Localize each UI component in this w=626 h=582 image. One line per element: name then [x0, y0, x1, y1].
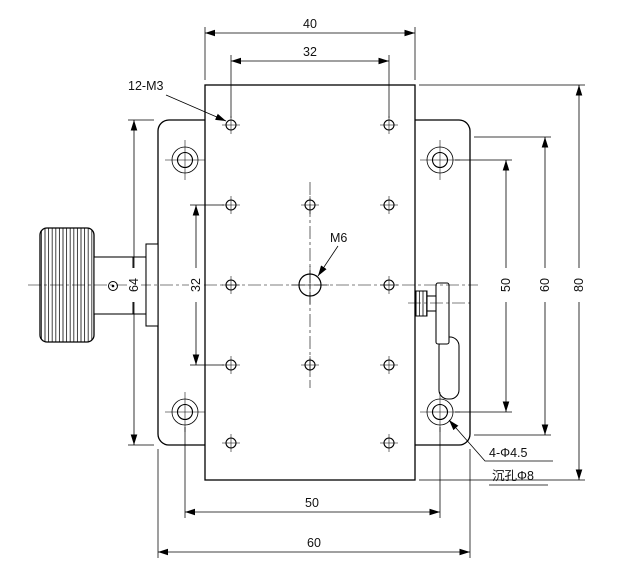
label-center-hole: M6 — [317, 231, 347, 277]
dim-top-hole-pitch: 32 — [230, 45, 390, 118]
corner-mounting-holes — [165, 140, 460, 432]
dim-top-width-value: 40 — [303, 17, 317, 31]
dim-bottom-hole-pitch-value: 50 — [305, 496, 319, 510]
label-center-hole-text: M6 — [330, 231, 347, 245]
dim-left-hole-pitch-value: 32 — [189, 278, 203, 292]
dim-left-hole-pitch: 32 — [189, 204, 224, 366]
dim-right-50-value: 50 — [499, 278, 513, 292]
label-corner-holes-text: 4-Φ4.5 — [489, 446, 528, 460]
dim-left-64: 64 — [127, 119, 154, 446]
dim-bottom-width: 60 — [157, 449, 471, 558]
dim-right-50: 50 — [455, 159, 513, 413]
dim-left-64-value: 64 — [127, 278, 141, 292]
dim-overall-height: 80 — [419, 84, 586, 481]
dim-bottom-width-value: 60 — [307, 536, 321, 550]
center-lines — [28, 182, 478, 388]
dim-right-60-value: 60 — [538, 278, 552, 292]
dim-top-hole-pitch-value: 32 — [303, 45, 317, 59]
clamp-mechanism — [415, 282, 460, 400]
label-tapped-holes-text: 12-M3 — [128, 79, 163, 93]
label-tapped-holes: 12-M3 — [128, 79, 227, 122]
label-counterbore-text: 沉孔Φ8 — [492, 469, 534, 483]
dim-right-60: 60 — [474, 136, 552, 436]
dim-overall-height-value: 80 — [572, 278, 586, 292]
label-corner-holes: 4-Φ4.5 沉孔Φ8 — [448, 419, 553, 486]
dim-bottom-hole-pitch: 50 — [184, 427, 441, 518]
dim-top-width: 40 — [204, 17, 416, 80]
